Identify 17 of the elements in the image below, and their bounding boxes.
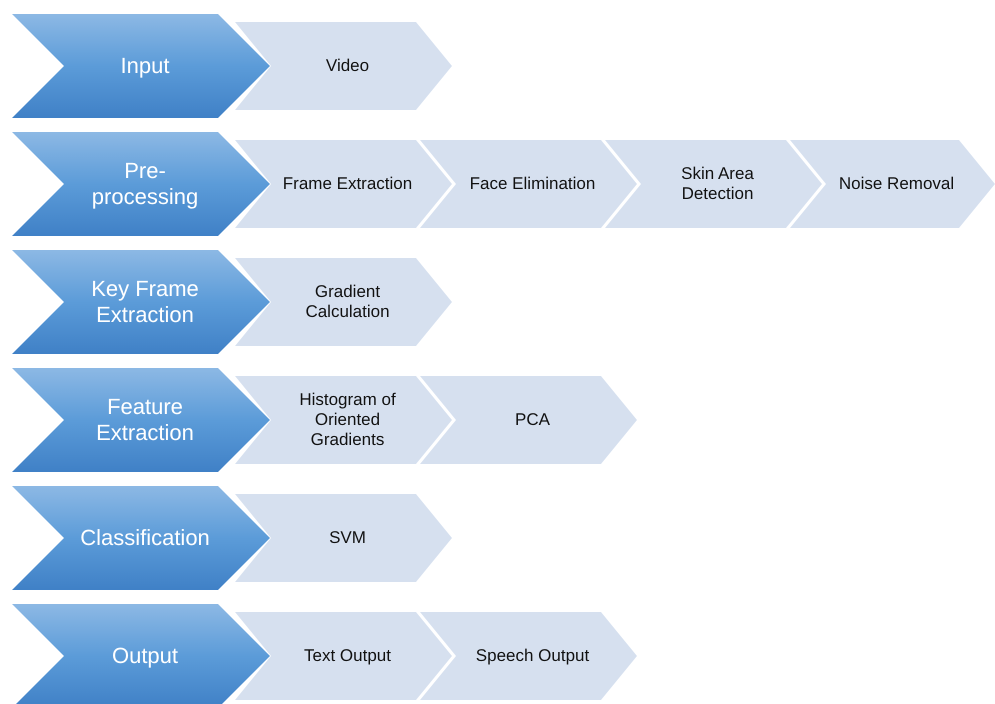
step-label: Gradient Calculation bbox=[304, 282, 391, 322]
step-label: Output bbox=[112, 643, 178, 669]
step-label: Noise Removal bbox=[838, 174, 954, 194]
step-label: Pre-processing bbox=[90, 158, 200, 210]
step-label: Text Output bbox=[304, 646, 391, 666]
step-label: Speech Output bbox=[476, 646, 590, 666]
step-label: Histogram of Oriented Gradients bbox=[298, 390, 397, 450]
step-label: Face Elimination bbox=[470, 174, 596, 194]
step-label: SVM bbox=[329, 528, 366, 548]
step-label: Feature Extraction bbox=[95, 394, 195, 446]
step-label: PCA bbox=[515, 410, 550, 430]
step-label: Skin Area Detection bbox=[680, 164, 755, 204]
step-label: Frame Extraction bbox=[282, 174, 412, 194]
step-label: Video bbox=[326, 56, 370, 76]
step-label: Key Frame Extraction bbox=[90, 276, 200, 328]
step-label: Input bbox=[120, 53, 170, 79]
step-label: Classification bbox=[80, 525, 210, 551]
